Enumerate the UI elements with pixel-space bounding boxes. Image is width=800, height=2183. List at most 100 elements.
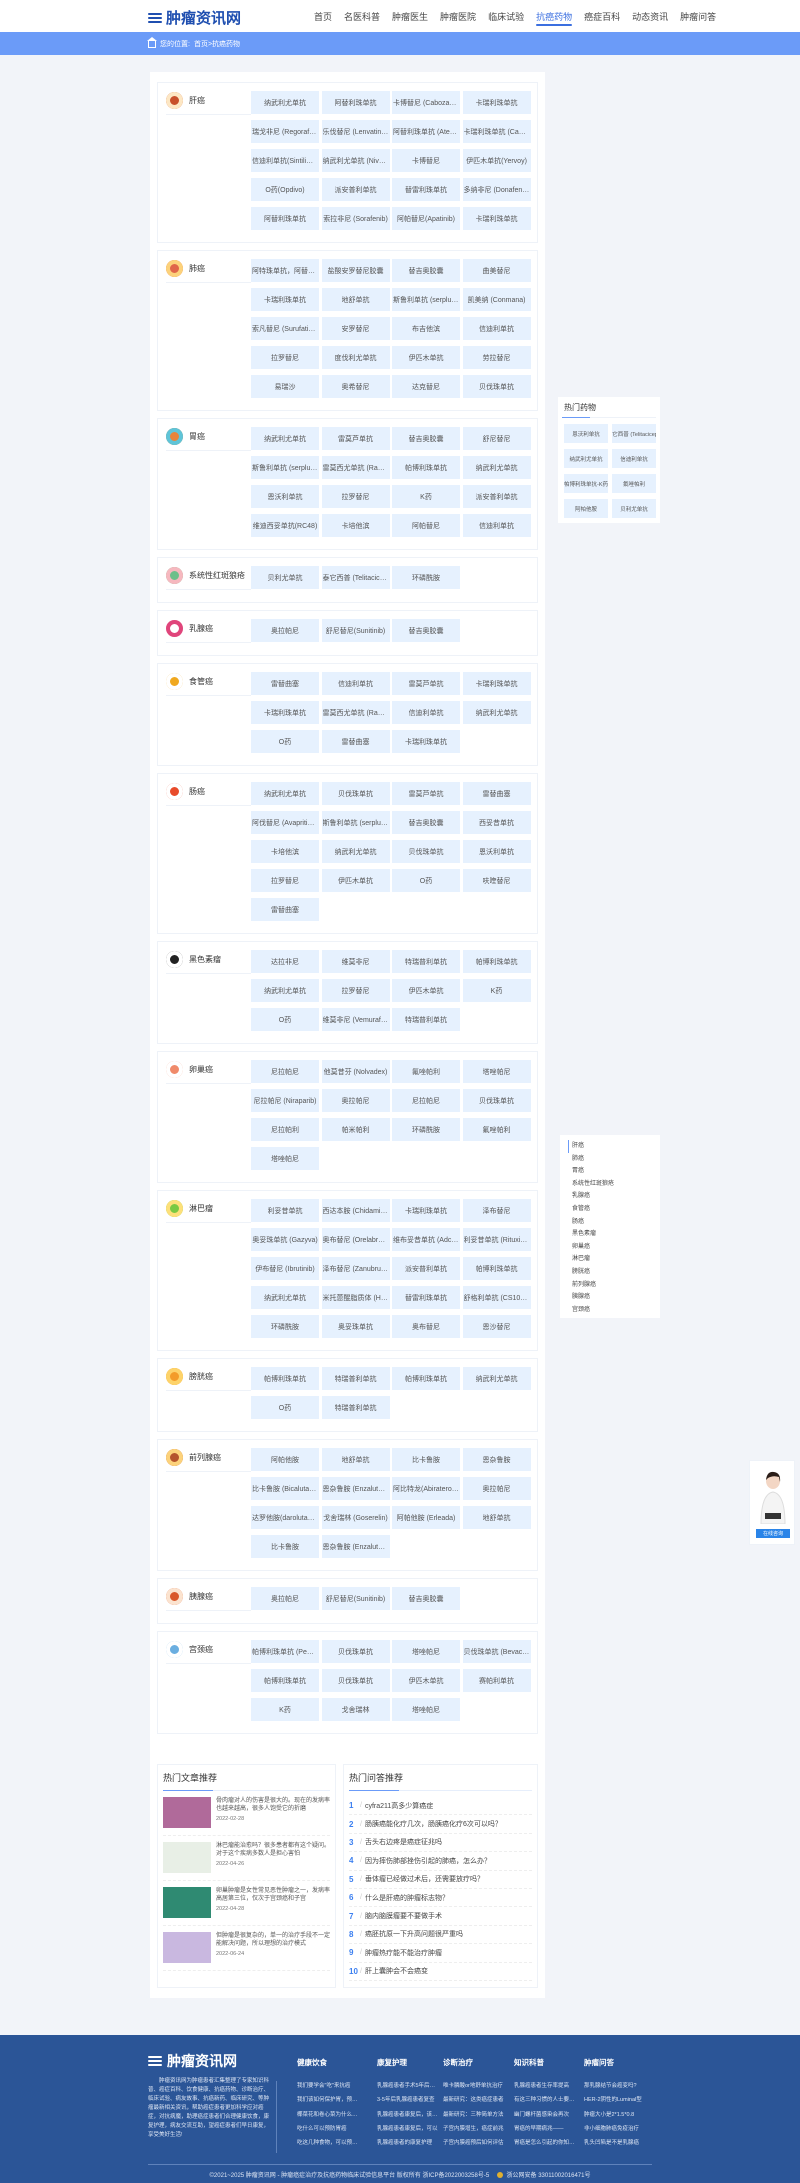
drug-button[interactable]: 雷莫芦单抗 [392,672,460,695]
drug-button[interactable]: 恩杂鲁胺 (Enzalutamide) [321,1535,390,1558]
footer-link[interactable]: 非小细胞肺癌免疫治疗 [584,2125,640,2132]
footer-column-title[interactable]: 肿瘤问答 [584,2058,614,2067]
footer-link[interactable]: HER-2阴性的Luminal型 [584,2097,642,2104]
qa-question[interactable]: 癌胚抗原一下升高问题很严重吗 [364,1931,463,1939]
drug-button[interactable]: 舒尼替尼 [462,427,531,450]
drug-button[interactable]: 维迪西妥单抗(RC48) [251,514,319,537]
drug-button[interactable]: 地舒单抗 [321,1448,390,1471]
qa-question[interactable]: 什么是肝癌的肿瘤标志物？ [364,1894,449,1902]
cancer-nav-item[interactable]: 系统性红斑狼疮 [572,1180,615,1187]
drug-button[interactable]: 纳武利尤单抗 [251,979,319,1002]
drug-button[interactable]: 纳武利尤单抗 [251,91,319,114]
hot-drug-button[interactable]: 贝利尤单抗 [612,499,656,518]
cancer-nav-item[interactable]: 胃癌 [572,1168,585,1175]
drug-button[interactable]: 恩沃利单抗 [462,840,531,863]
drug-button[interactable]: 帕米帕利 [321,1118,390,1141]
drug-button[interactable]: 达罗他胺(darolutamide) [251,1506,319,1529]
drug-button[interactable]: 纳武利尤单抗 [462,1367,531,1390]
breadcrumb-path[interactable]: 首页>抗癌药物 [193,41,241,48]
drug-button[interactable]: 奥布替尼 [392,1315,460,1338]
footer-link[interactable]: 乳腺癌患者的康复护理 [377,2140,433,2147]
drug-button[interactable]: 拉罗替尼 [251,346,319,369]
drug-button[interactable]: 贝伐珠单抗 [392,840,460,863]
drug-button[interactable]: 阿伐替尼 (Avapritinib) [251,811,319,834]
drug-button[interactable]: 尼拉帕尼 [392,1089,460,1112]
drug-button[interactable]: 拉罗替尼 [251,869,319,892]
drug-button[interactable]: 信迪利单抗 [321,672,390,695]
footer-link[interactable]: 那乳腺结节会癌变吗? [584,2083,637,2089]
drug-button[interactable]: 曲美替尼 [462,259,531,282]
cancer-label[interactable]: 系统性红斑狼疮 [166,566,251,590]
footer-link[interactable]: 有这三种习惯的人士要警惕 [514,2097,576,2104]
drug-button[interactable]: 塔唑帕尼 [462,1060,531,1083]
drug-button[interactable]: 舒尼替尼(Sunitinib) [321,1587,390,1610]
hot-drug-button[interactable]: 纳武利尤单抗 [564,449,608,468]
cancer-label[interactable]: 膀胱癌 [166,1367,251,1391]
drug-button[interactable]: 维布妥昔单抗 (Adcetris) [392,1228,460,1251]
drug-button[interactable]: 贝利尤单抗 [251,566,319,589]
drug-button[interactable]: 达拉非尼 [251,950,319,973]
cancer-nav-item[interactable]: 黑色素瘤 [572,1231,597,1238]
hot-drug-button[interactable]: 阿帕他胺 [564,499,608,518]
drug-button[interactable]: 呋喹替尼 [462,869,531,892]
drug-button[interactable]: O药 [251,1396,319,1419]
drug-button[interactable]: 劳拉替尼 [462,346,531,369]
drug-button[interactable]: 信迪利单抗 [462,514,531,537]
drug-button[interactable]: 戈舍瑞林 (Goserelin) [321,1506,390,1529]
qa-item[interactable]: 4/因为摔伤肺部挫伤引起的肺癌，怎么办？ [349,1852,532,1871]
qa-item[interactable]: 2/肠胰癌能化疗几次，肠胰癌化疗6次可以吗？ [349,1815,532,1834]
qa-item[interactable]: 9/肿瘤热疗能不能治疗肿瘤 [349,1944,532,1963]
drug-button[interactable]: 特瑞普利单抗 [392,1008,460,1031]
drug-button[interactable]: 特瑞普利单抗 [321,1367,390,1390]
drug-button[interactable]: 阿特珠单抗，阿替利珠单抗 [251,259,319,282]
qa-question[interactable]: 肿瘤热疗能不能治疗肿瘤 [364,1949,442,1957]
article-summary[interactable]: 骨肉瘤对人的伤害是很大的。现在的发病率也越来越高，很多人饱受它的折磨 [216,1798,331,1812]
drug-button[interactable]: O药(Opdivo) [251,178,319,201]
drug-button[interactable]: 度伐利尤单抗 [321,346,390,369]
drug-button[interactable]: 尼拉帕尼 (Niraparib) [251,1089,319,1112]
drug-button[interactable]: 奥妥珠单抗 [321,1315,390,1338]
cancer-label[interactable]: 食管癌 [166,672,251,696]
drug-button[interactable]: 多纳非尼 (Donafenib) [462,178,531,201]
cancer-nav-item[interactable]: 宫颈癌 [572,1306,591,1313]
drug-button[interactable]: 纳武利尤单抗 [251,1286,319,1309]
footer-link[interactable]: 肿瘤大小是2*1.5*0.8 [584,2111,635,2118]
drug-button[interactable]: 恩杂鲁胺 [462,1448,531,1471]
drug-button[interactable]: 伊匹木单抗 [321,869,390,892]
drug-button[interactable]: 塔唑帕尼 [392,1698,460,1721]
nav-item[interactable]: 临床试验 [488,12,525,22]
drug-button[interactable]: 恩沃利单抗 [251,485,319,508]
nav-item[interactable]: 首页 [314,12,333,22]
drug-button[interactable]: 阿替利珠单抗 [321,91,390,114]
cancer-label[interactable]: 肠癌 [166,782,251,806]
drug-button[interactable]: 舒格利单抗 (CS1001) [462,1286,531,1309]
drug-button[interactable]: 环磷酰胺 [392,566,460,589]
drug-button[interactable]: 贝伐珠单抗 [462,375,531,398]
qa-question[interactable]: 肝上囊肿会不会癌变 [364,1968,428,1976]
drug-button[interactable]: 比卡鲁胺 [392,1448,460,1471]
footer-link[interactable]: 最新研究：三种简单方法 [443,2111,504,2118]
drug-button[interactable]: 氟唑帕利 [392,1060,460,1083]
drug-button[interactable]: 雷替曲塞 [462,782,531,805]
hot-drug-button[interactable]: 泰它西普 (Telitacicept) [612,424,656,443]
drug-button[interactable]: 伊匹木单抗 [392,979,460,1002]
drug-button[interactable]: 泽布替尼 (Zanubrutinib) [321,1257,390,1280]
drug-button[interactable]: 安罗替尼 [321,317,390,340]
drug-button[interactable]: 尼拉帕尼 [251,1060,319,1083]
hot-drug-button[interactable]: 氟唑帕利 [612,474,656,493]
drug-button[interactable]: K药 [462,979,531,1002]
drug-button[interactable]: 纳武利尤单抗 [321,840,390,863]
qa-item[interactable]: 5/垂体瘤已经做过术后，还需要放疗吗？ [349,1871,532,1889]
hot-drug-button[interactable]: 帕博利珠单抗-K药 [564,474,608,493]
drug-button[interactable]: 卡瑞利珠单抗 (Camrelizumab) [462,120,531,143]
cancer-nav-item[interactable]: 胰腺癌 [572,1294,591,1301]
drug-button[interactable]: 帕博利珠单抗 [392,1367,460,1390]
drug-button[interactable]: 纳武利尤单抗 [251,427,319,450]
cancer-nav-item[interactable]: 肠癌 [572,1218,585,1225]
nav-item[interactable]: 动态资讯 [632,12,669,22]
drug-button[interactable]: 氟唑帕利 [462,1118,531,1141]
drug-button[interactable]: 贝伐珠单抗 [321,782,390,805]
drug-button[interactable]: 伊匹木单抗 [392,346,460,369]
qa-question[interactable]: 因为摔伤肺部挫伤引起的肺癌，怎么办？ [364,1857,491,1865]
